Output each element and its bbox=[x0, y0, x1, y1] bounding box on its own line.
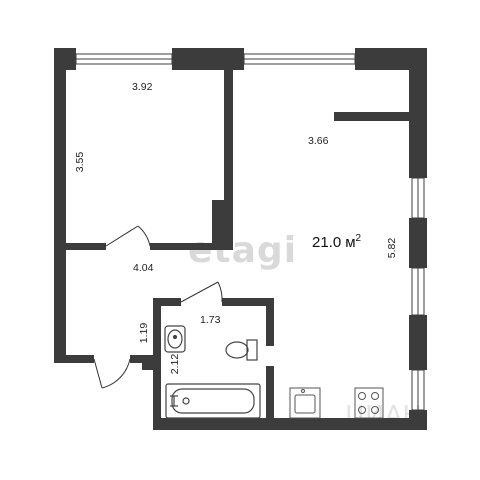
doors bbox=[93, 225, 223, 389]
watermark-logo: etagi bbox=[188, 230, 297, 271]
dimension-bath-depth: 2.12 bbox=[169, 354, 181, 375]
dimension-hall-width: 4.04 bbox=[133, 262, 154, 274]
dimension-bath-width: 1.73 bbox=[200, 314, 221, 326]
total-area-value: 21.0 bbox=[312, 234, 341, 251]
dimension-main-length: 5.82 bbox=[386, 238, 398, 259]
interior-walls bbox=[60, 64, 415, 422]
windows bbox=[75, 53, 425, 411]
outer-walls bbox=[54, 48, 427, 430]
dimension-hall-depth: 1.19 bbox=[138, 323, 150, 344]
total-area-unit: м bbox=[345, 234, 355, 251]
bathtub bbox=[165, 383, 261, 419]
stove bbox=[354, 387, 384, 419]
dimension-room1-width: 3.92 bbox=[132, 81, 153, 93]
toilet bbox=[225, 339, 258, 361]
dimension-main-width: 3.66 bbox=[308, 135, 329, 147]
total-area-power: 2 bbox=[356, 233, 362, 244]
kitchen-sink bbox=[289, 387, 321, 419]
sink bbox=[164, 325, 186, 353]
dimension-room1-length: 3.55 bbox=[74, 152, 86, 173]
